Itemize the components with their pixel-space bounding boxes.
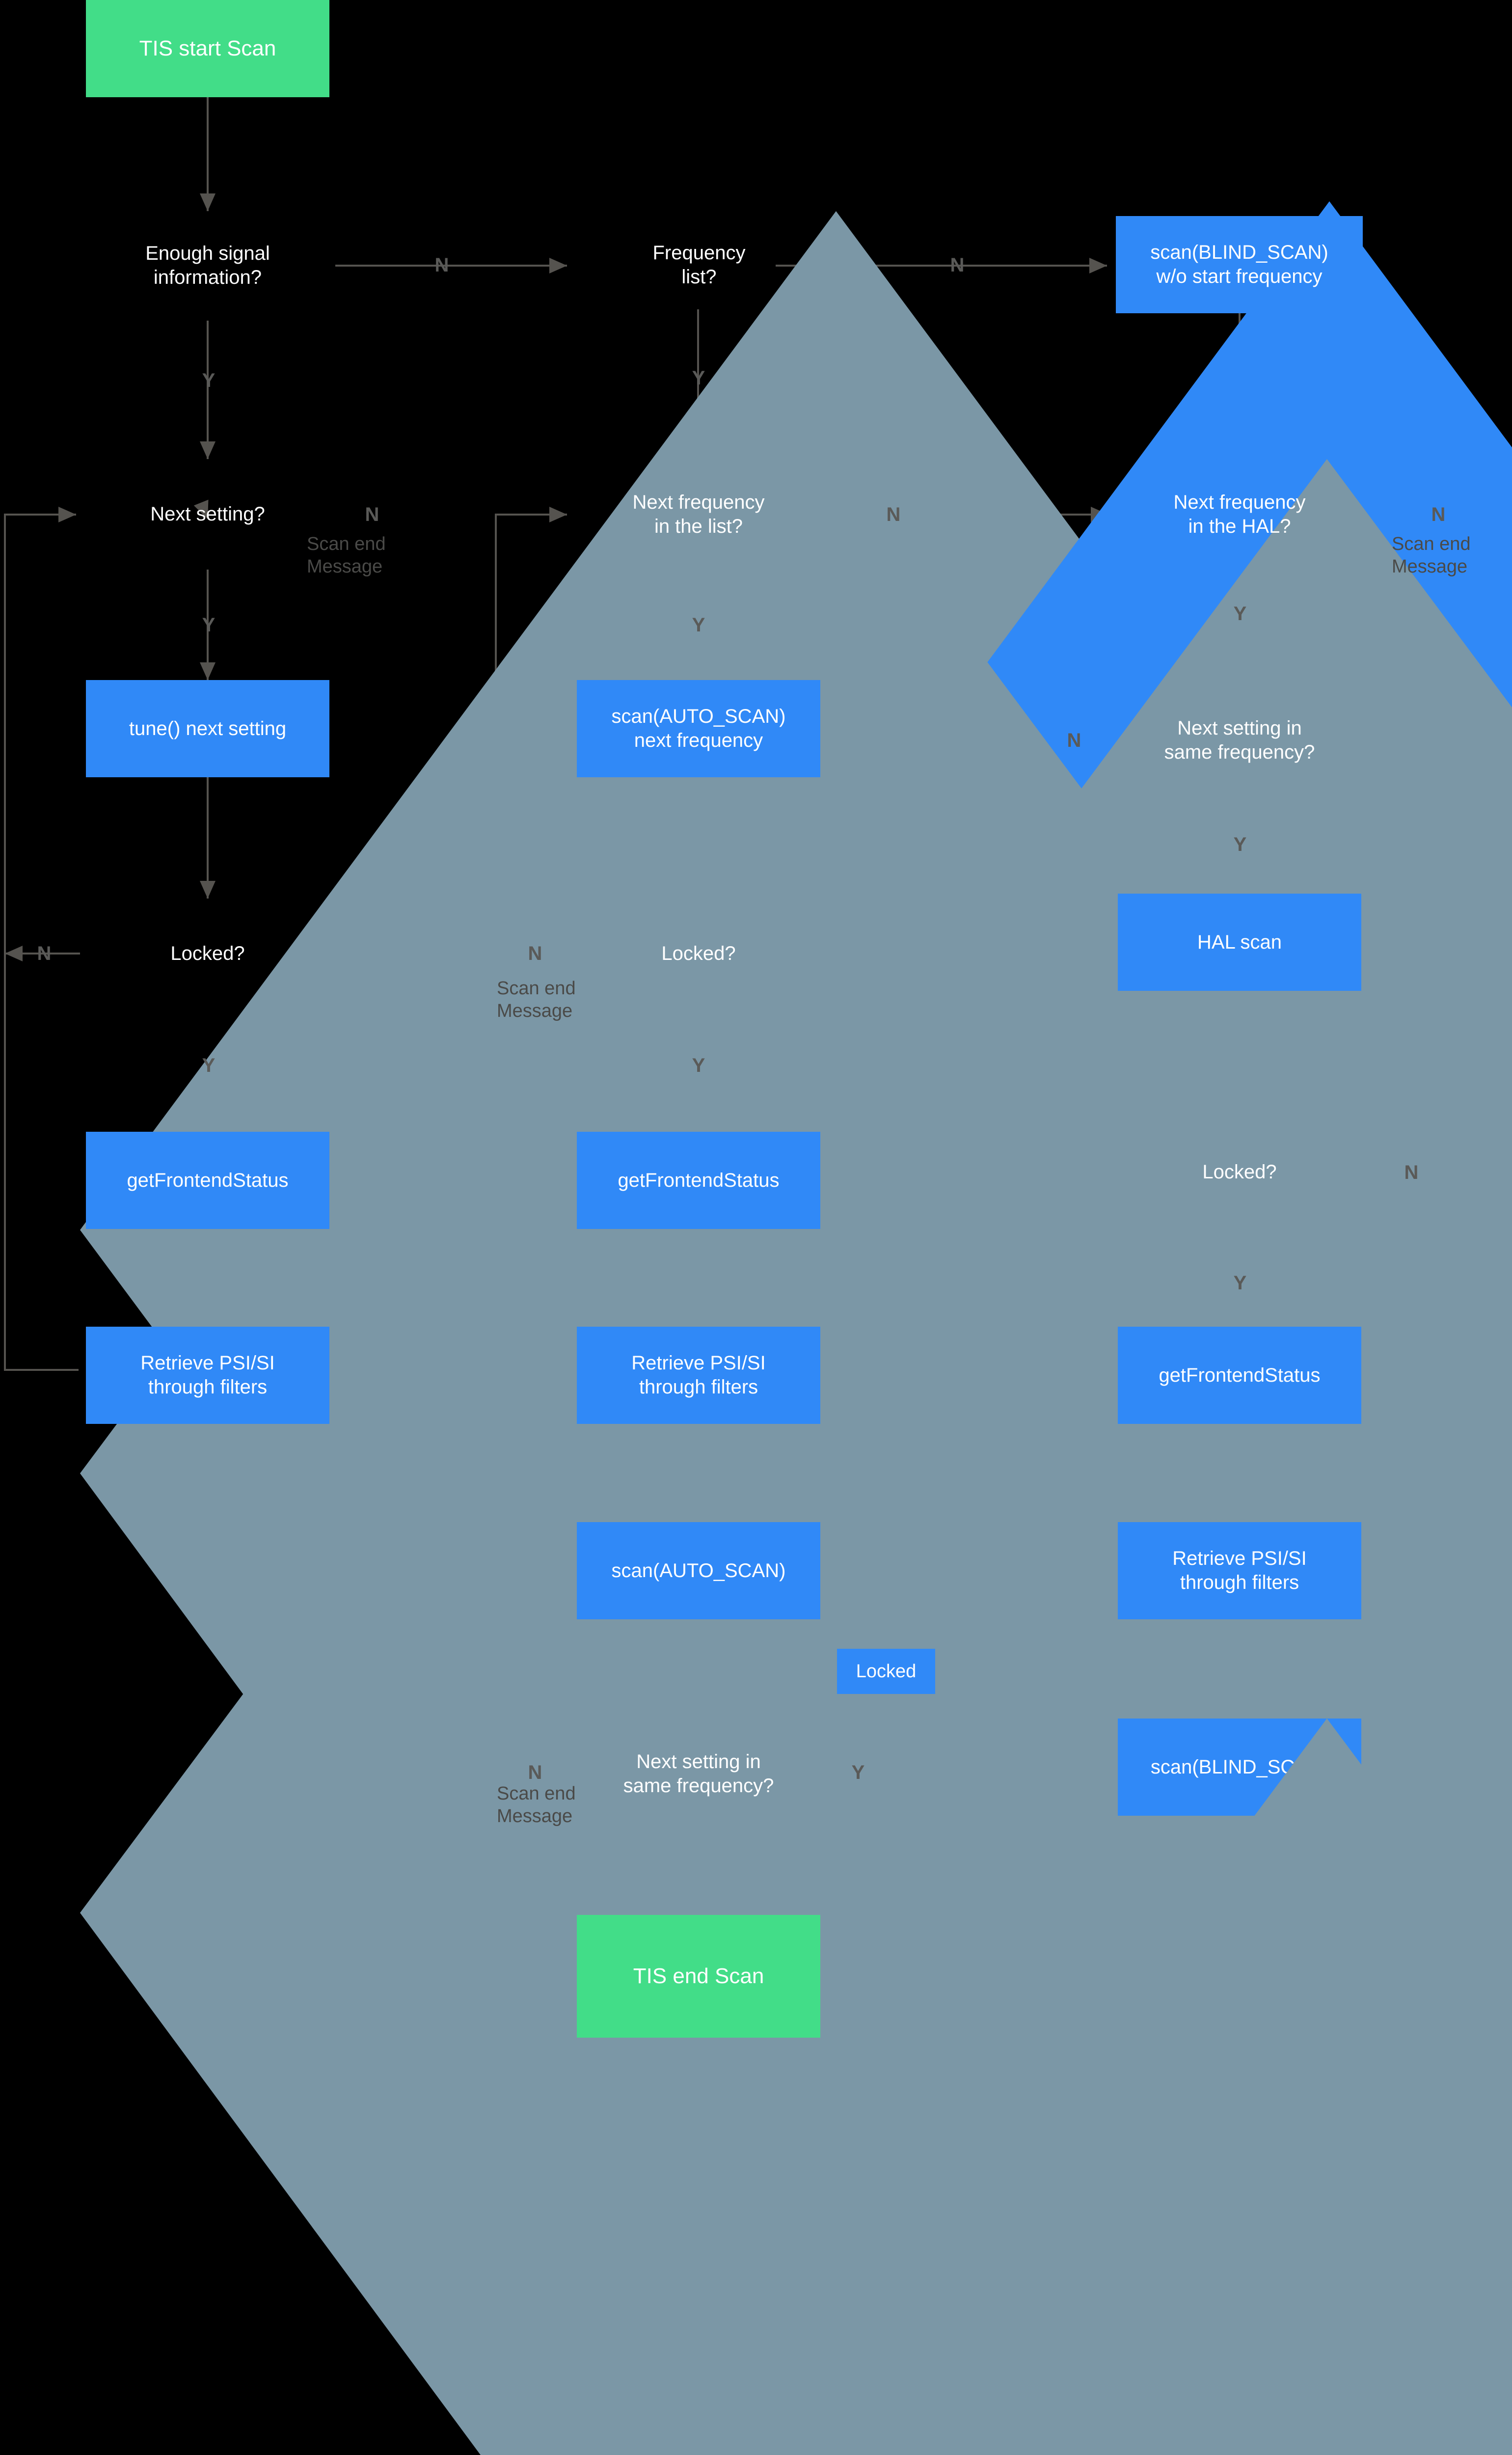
node-label: TIS start Scan: [139, 36, 276, 61]
edge-label-locked-right-n: N: [1404, 1161, 1419, 1183]
edge-label-nssf-mid-n: N: [528, 1761, 542, 1783]
node-tune-next-setting[interactable]: tune() next setting: [86, 680, 329, 777]
node-label: Retrieve PSI/SI through filters: [1172, 1548, 1307, 1593]
node-label: scan(AUTO_SCAN) next frequency: [611, 706, 786, 751]
node-label: scan(BLIND_SCAN) w/o start frequency: [1150, 242, 1328, 287]
node-scan-blind-scan-wo-start-frequency[interactable]: scan(BLIND_SCAN) w/o start frequency: [1116, 216, 1363, 313]
edge-label-next-setting-n: N: [365, 503, 379, 525]
node-locked-mid[interactable]: Locked?: [571, 899, 1512, 2455]
diamond-shape: [778, 1718, 1512, 2455]
edge-label-frequency-list-y: Y: [692, 367, 705, 389]
edge-label-next-setting-y: Y: [202, 614, 216, 636]
node-label: getFrontendStatus: [127, 1169, 289, 1191]
edge-label-enough-signal-n: N: [434, 254, 449, 276]
edge-label-locked-mid-n: N: [528, 942, 542, 964]
note-scan-end-message-right: Scan end Message: [1392, 534, 1471, 577]
node-label: getFrontendStatus: [618, 1169, 780, 1191]
edge-label-nssf-right-n: N: [1067, 729, 1081, 751]
note-scan-end-message-mid-locked: Scan end Message: [497, 978, 576, 1022]
node-next-setting-in-same-frequency-mid[interactable]: Next setting in same frequency?: [571, 1718, 1512, 2455]
edge-label-locked-mid-y: Y: [692, 1054, 705, 1076]
edge-label-nssf-right-y: Y: [1233, 833, 1247, 855]
node-tis-start-scan[interactable]: TIS start Scan: [86, 0, 329, 97]
node-get-frontend-status-mid[interactable]: getFrontendStatus: [577, 1132, 820, 1229]
node-label: TIS end Scan: [633, 1964, 764, 1989]
node-next-frequency-in-the-hal[interactable]: Next frequency in the HAL?: [1112, 459, 1512, 2015]
node-label: Retrieve PSI/SI through filters: [140, 1352, 275, 1398]
edge-label-frequency-list-n: N: [950, 254, 965, 276]
node-retrieve-psi-si-mid[interactable]: Retrieve PSI/SI through filters: [577, 1327, 820, 1424]
node-frequency-list[interactable]: Frequency list?: [573, 201, 1512, 2239]
node-label: HAL scan: [1197, 931, 1282, 953]
node-retrieve-psi-si-right[interactable]: Retrieve PSI/SI through filters: [1118, 1522, 1361, 1619]
edge-label-enough-signal-y: Y: [202, 369, 216, 391]
edge-label-next-freq-hal-n: N: [1431, 503, 1446, 525]
edge-label-next-freq-list-y: Y: [692, 614, 705, 636]
edge-label-next-freq-hal-y: Y: [1233, 602, 1247, 625]
node-locked-right[interactable]: Locked?: [1112, 1117, 1512, 2455]
node-get-frontend-status-right[interactable]: getFrontendStatus: [1118, 1327, 1361, 1424]
node-label: tune() next setting: [129, 717, 287, 739]
edge-label-next-freq-list-n: N: [886, 503, 901, 525]
node-tis-end-scan[interactable]: TIS end Scan: [577, 1915, 820, 2038]
node-label: getFrontendStatus: [1159, 1364, 1321, 1386]
node-hal-scan[interactable]: HAL scan: [1118, 894, 1361, 991]
node-label: Locked: [856, 1661, 917, 1682]
node-next-frequency-in-the-list[interactable]: Next frequency in the list?: [571, 459, 1512, 2455]
node-scan-auto-scan[interactable]: scan(AUTO_SCAN): [577, 1522, 820, 1619]
node-locked-tag[interactable]: Locked: [837, 1649, 935, 1694]
note-scan-end-message-left: Scan end Message: [307, 534, 386, 577]
node-get-frontend-status-left[interactable]: getFrontendStatus: [86, 1132, 329, 1229]
note-scan-end-message-mid-bottom: Scan end Message: [497, 1783, 576, 1827]
edge-label-locked-left-y: Y: [202, 1054, 216, 1076]
node-locked-left[interactable]: Locked?: [80, 899, 1512, 2455]
node-scan-auto-scan-next-frequency[interactable]: scan(AUTO_SCAN) next frequency: [577, 680, 820, 777]
node-label: scan(AUTO_SCAN): [611, 1559, 786, 1582]
node-enough-signal-information[interactable]: Enough signal information?: [80, 211, 1512, 2249]
node-next-setting[interactable]: Next setting?: [80, 459, 1512, 2455]
node-next-setting-in-same-frequency-right[interactable]: Next setting in same frequency?: [1112, 685, 1512, 2241]
edge-label-locked-right-y: Y: [1233, 1272, 1247, 1294]
edge-label-locked-left-n: N: [37, 942, 52, 964]
edge-label-nssf-mid-y: Y: [851, 1761, 865, 1783]
flowchart-canvas: TIS start Scan Enough signal information…: [4, 0, 1512, 2455]
node-retrieve-psi-si-left[interactable]: Retrieve PSI/SI through filters: [86, 1327, 329, 1424]
node-label: Retrieve PSI/SI through filters: [631, 1352, 766, 1398]
